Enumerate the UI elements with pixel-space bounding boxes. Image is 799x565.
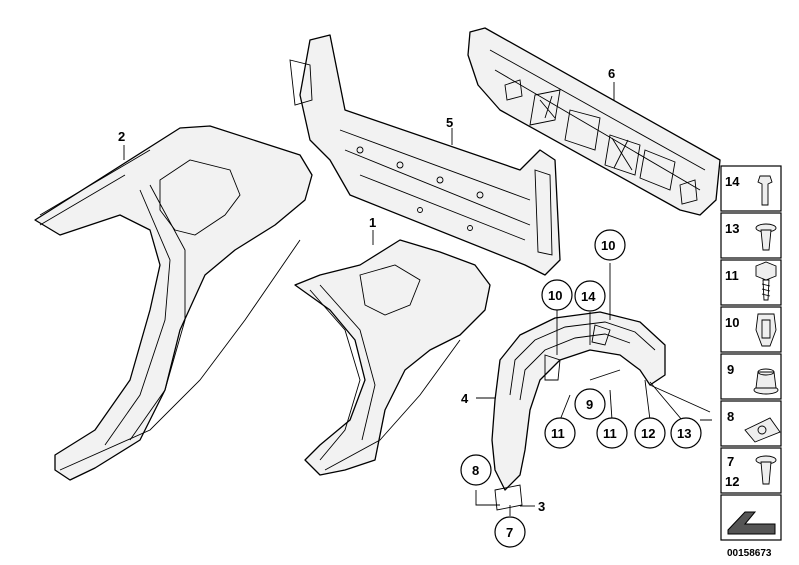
callout-9: 9 (586, 397, 593, 412)
legend-label-14: 14 (725, 174, 740, 189)
rear-side-panel-left-icon (34, 125, 313, 481)
spring-nut-icon (744, 417, 781, 443)
circle-callout-11-left: 11 (544, 417, 576, 449)
circle-callout-9: 9 (574, 388, 606, 420)
callout-11-left: 11 (551, 426, 565, 441)
arrow-symbol-icon (727, 511, 776, 535)
fastener-legend: 14 13 11 10 9 (720, 165, 782, 541)
callout-10-top: 10 (601, 238, 615, 253)
callout-2: 2 (118, 129, 125, 144)
circle-callout-8: 8 (460, 454, 492, 486)
callout-8: 8 (472, 463, 479, 478)
callout-10: 10 (548, 288, 562, 303)
callout-5: 5 (446, 115, 453, 130)
rivet-icon (757, 175, 773, 206)
side-member-bracket-icon (289, 34, 561, 276)
hex-screw-icon (755, 261, 777, 301)
expanding-clip-icon (755, 455, 777, 485)
callout-4: 4 (461, 391, 469, 406)
circle-callout-12: 12 (634, 417, 666, 449)
circle-callout-7: 7 (494, 516, 526, 548)
legend-label-10: 10 (725, 315, 739, 330)
callout-11-right: 11 (603, 426, 617, 441)
legend-label-11: 11 (725, 268, 739, 283)
document-id: 00158673 (727, 548, 772, 559)
rear-panel-icon (467, 27, 721, 216)
callout-3: 3 (538, 499, 545, 514)
callout-7: 7 (506, 525, 513, 540)
circle-callout-10: 10 (541, 279, 573, 311)
callout-6: 6 (608, 66, 615, 81)
circle-callout-13: 13 (670, 417, 702, 449)
legend-label-12: 12 (725, 474, 739, 489)
legend-label-7: 7 (727, 454, 734, 469)
callout-1: 1 (369, 215, 376, 230)
wheel-arch-liner-icon (491, 311, 666, 511)
legend-label-9: 9 (727, 362, 734, 377)
circle-callout-11-right: 11 (596, 417, 628, 449)
circle-callout-10-top: 10 (594, 229, 626, 261)
legend-label-8: 8 (727, 409, 734, 424)
callout-12: 12 (641, 426, 655, 441)
rear-side-panel-right-icon (294, 239, 491, 476)
leader-lines (123, 82, 712, 516)
callout-14: 14 (581, 289, 596, 304)
circle-callout-14: 14 (574, 280, 606, 312)
clip-nut-icon (755, 313, 777, 347)
nut-icon (753, 368, 779, 395)
legend-label-13: 13 (725, 221, 739, 236)
expansion-rivet-icon (755, 223, 777, 251)
callout-13: 13 (677, 426, 691, 441)
